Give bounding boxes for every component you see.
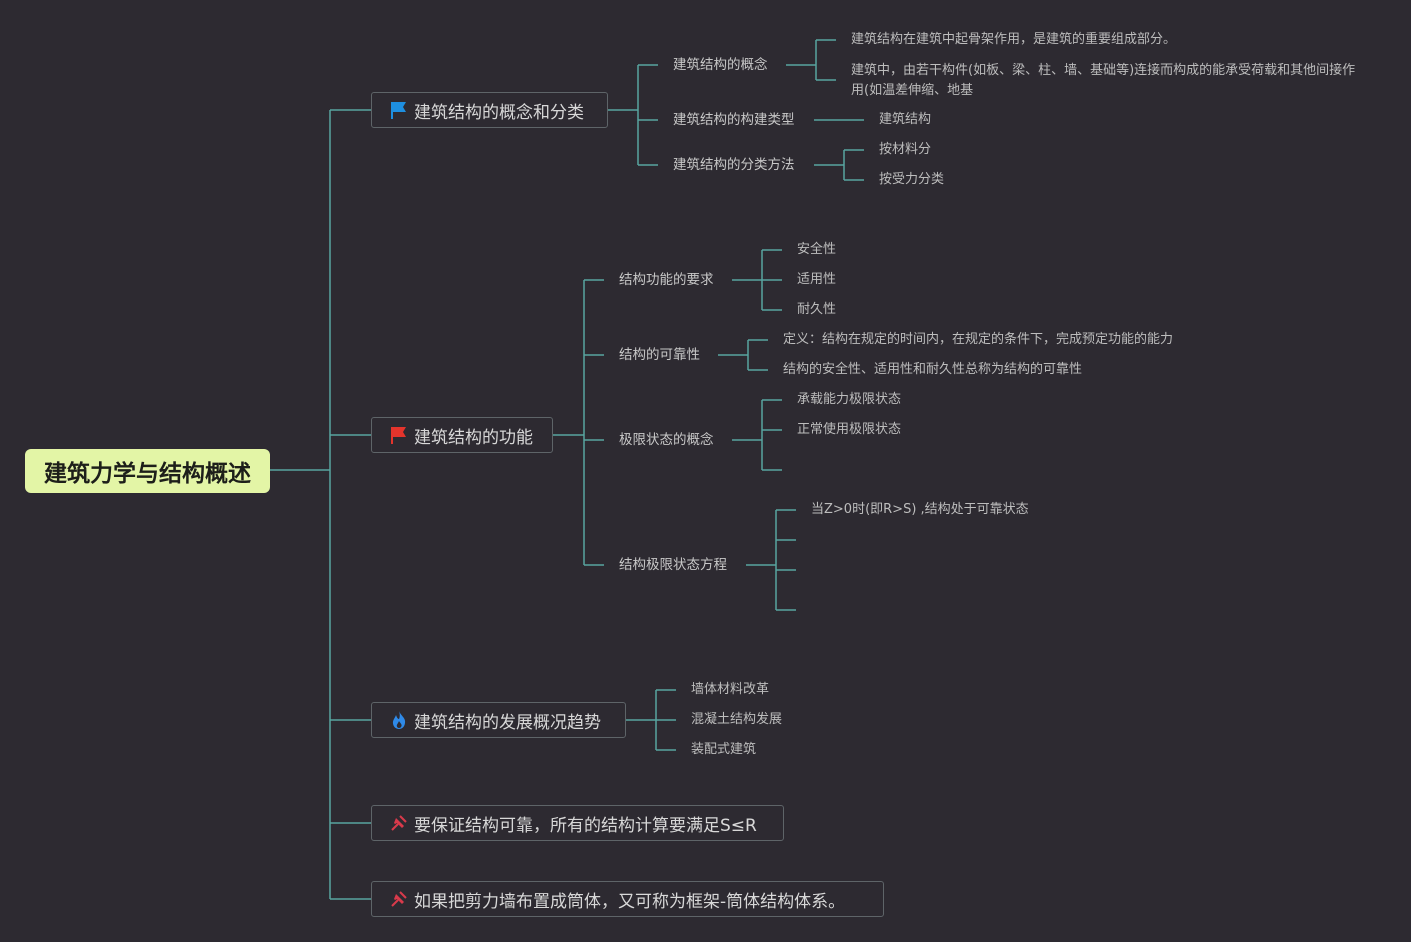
leaf-prefabricated-building[interactable]: 装配式建筑 bbox=[691, 742, 757, 757]
leaf-wall-material-reform[interactable]: 墙体材料改革 bbox=[691, 682, 770, 697]
topic-limit-state-equation[interactable]: 结构极限状态方程 bbox=[619, 557, 727, 573]
red-flag-icon bbox=[388, 424, 410, 446]
topic-reliability[interactable]: 结构的可靠性 bbox=[619, 347, 700, 363]
branch-label: 建筑结构的发展概况趋势 bbox=[414, 712, 601, 733]
leaf-by-force[interactable]: 按受力分类 bbox=[879, 172, 945, 187]
leaf-serviceability-limit-state[interactable]: 正常使用极限状态 bbox=[797, 422, 902, 437]
pin-icon bbox=[388, 888, 410, 910]
branch-reliability-condition[interactable]: 要保证结构可靠，所有的结构计算要满足S≤R bbox=[371, 805, 784, 841]
topic-limit-state-concept[interactable]: 极限状态的概念 bbox=[619, 432, 714, 448]
topic-classification-method[interactable]: 建筑结构的分类方法 bbox=[673, 157, 795, 173]
topic-structure-build-type[interactable]: 建筑结构的构建类型 bbox=[673, 112, 795, 128]
leaf-reliable-state-condition[interactable]: 当Z>0时(即R>S) ,结构处于可靠状态 bbox=[811, 502, 1029, 517]
leaf-applicability[interactable]: 适用性 bbox=[797, 272, 837, 287]
leaf-reliability-definition[interactable]: 定义：结构在规定的时间内，在规定的条件下，完成预定功能的能力 bbox=[783, 332, 1174, 347]
branch-development-trend[interactable]: 建筑结构的发展概况趋势 bbox=[371, 702, 626, 738]
root-topic[interactable]: 建筑力学与结构概述 bbox=[25, 449, 270, 493]
topic-structure-concept[interactable]: 建筑结构的概念 bbox=[673, 57, 768, 73]
leaf-structure-definition[interactable]: 建筑中，由若干构件(如板、梁、柱、墙、基础等)连接而构成的能承受荷载和其他间接作… bbox=[851, 63, 1356, 98]
branch-label: 如果把剪力墙布置成筒体，又可称为框架-筒体结构体系。 bbox=[414, 891, 846, 912]
leaf-by-material[interactable]: 按材料分 bbox=[879, 142, 932, 157]
flame-icon bbox=[388, 709, 410, 731]
leaf-safety[interactable]: 安全性 bbox=[797, 242, 837, 257]
leaf-reliability-summary[interactable]: 结构的安全性、适用性和耐久性总称为结构的可靠性 bbox=[783, 362, 1083, 377]
branch-structure-function[interactable]: 建筑结构的功能 bbox=[371, 417, 553, 453]
leaf-skeleton-role[interactable]: 建筑结构在建筑中起骨架作用，是建筑的重要组成部分。 bbox=[851, 32, 1177, 47]
pin-icon bbox=[388, 812, 410, 834]
branch-frame-tube-system[interactable]: 如果把剪力墙布置成筒体，又可称为框架-筒体结构体系。 bbox=[371, 881, 884, 917]
topic-function-requirements[interactable]: 结构功能的要求 bbox=[619, 272, 714, 288]
leaf-building-structure[interactable]: 建筑结构 bbox=[879, 112, 932, 127]
branch-label: 建筑结构的概念和分类 bbox=[414, 102, 584, 123]
branch-structure-concept-classification[interactable]: 建筑结构的概念和分类 bbox=[371, 92, 608, 128]
leaf-concrete-development[interactable]: 混凝土结构发展 bbox=[691, 712, 783, 727]
leaf-ultimate-limit-state[interactable]: 承载能力极限状态 bbox=[797, 392, 902, 407]
leaf-durability[interactable]: 耐久性 bbox=[797, 302, 837, 317]
blue-flag-icon bbox=[388, 99, 410, 121]
branch-label: 建筑结构的功能 bbox=[414, 427, 533, 448]
branch-label: 要保证结构可靠，所有的结构计算要满足S≤R bbox=[414, 815, 757, 836]
